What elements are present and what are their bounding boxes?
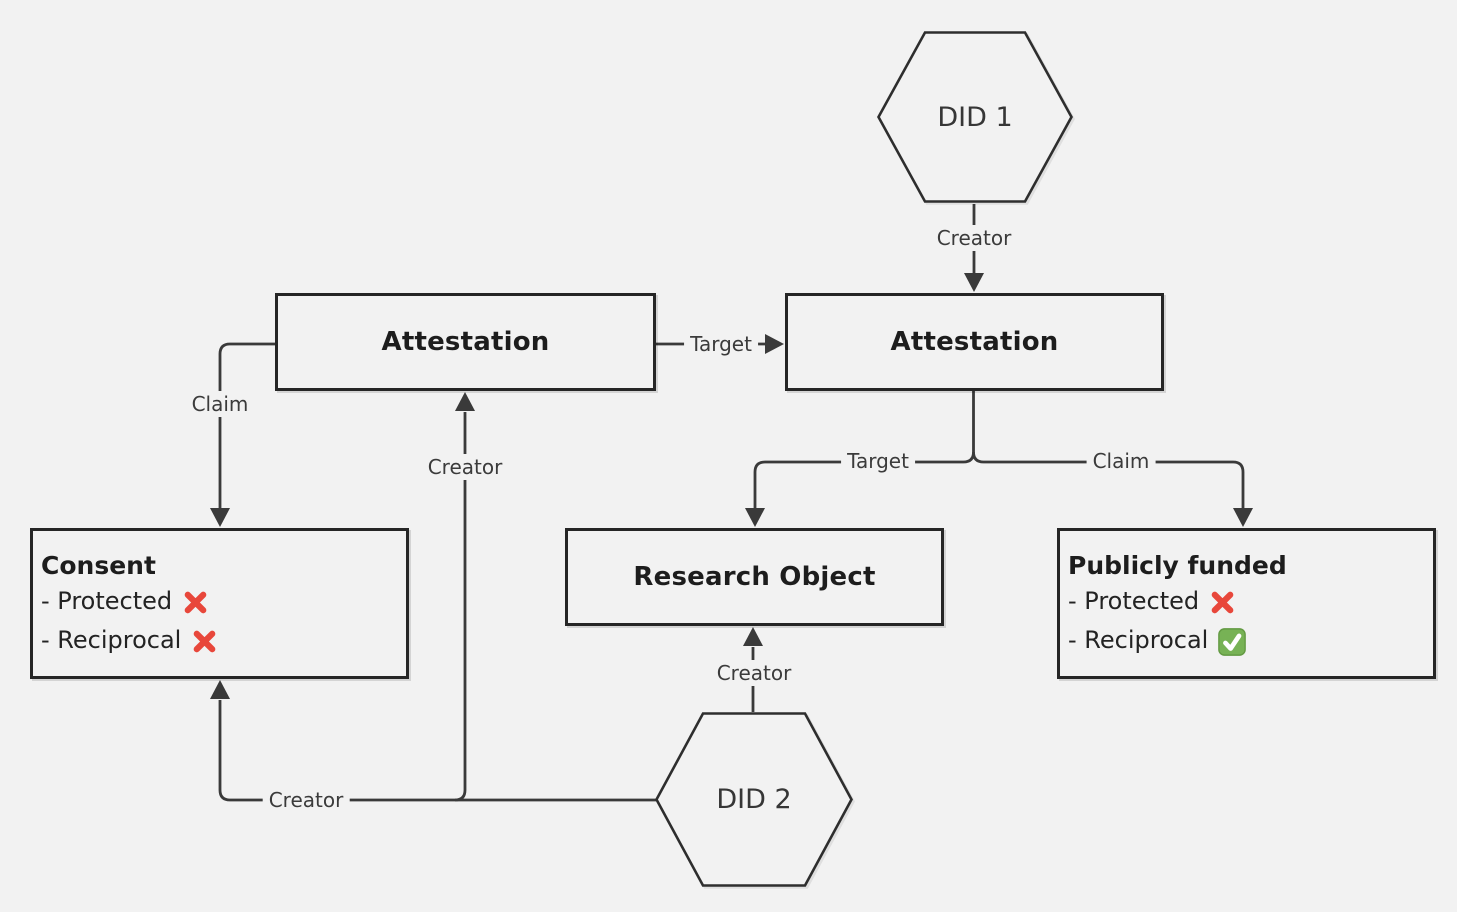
arrowhead — [210, 680, 230, 699]
publicly-funded-protected-row: - Protected — [1068, 582, 1237, 621]
publicly-funded-reciprocal-row: - Reciprocal — [1068, 621, 1247, 660]
research-object-title: Research Object — [633, 562, 876, 592]
arrowhead — [743, 627, 763, 646]
did2-label: DID 2 — [716, 784, 792, 815]
arrowhead — [765, 334, 784, 354]
edge-label-claim-branch: Claim — [1086, 448, 1156, 474]
node-attestation-right: Attestation — [785, 293, 1164, 391]
edge-label-creator-did2: Creator — [262, 787, 350, 813]
arrowhead — [455, 392, 475, 411]
did1-label: DID 1 — [937, 101, 1013, 133]
edge-did2-attestation — [454, 412, 467, 802]
consent-reciprocal-row: - Reciprocal — [41, 621, 219, 660]
node-consent: Consent - Protected - Reciprocal — [30, 528, 409, 679]
edge-attestation-funded — [972, 451, 1245, 508]
edge-attestation-consent — [218, 342, 276, 508]
attestation-right-title: Attestation — [890, 327, 1059, 357]
consent-title: Consent — [41, 551, 156, 580]
consent-protected-label: - Protected — [41, 587, 173, 615]
arrowhead — [745, 508, 765, 527]
arrowhead — [210, 508, 230, 527]
edge-label-creator-attestation: Creator — [421, 454, 509, 480]
publicly-funded-title: Publicly funded — [1068, 551, 1287, 580]
node-research-object: Research Object — [565, 528, 944, 626]
check-icon — [1217, 627, 1247, 657]
publicly-funded-reciprocal-label: - Reciprocal — [1068, 626, 1209, 654]
edge-label-creator-did1: Creator — [930, 225, 1018, 251]
edge-label-claim-left: Claim — [185, 391, 255, 417]
consent-protected-row: - Protected — [41, 582, 210, 621]
node-did2: DID 2 — [655, 712, 853, 887]
cross-icon — [190, 627, 219, 656]
cross-icon — [1208, 588, 1237, 617]
node-publicly-funded: Publicly funded - Protected - Reciprocal — [1057, 528, 1436, 679]
arrowhead — [1233, 508, 1253, 527]
node-attestation-left: Attestation — [275, 293, 656, 391]
attestation-left-title: Attestation — [381, 327, 550, 357]
cross-icon — [181, 588, 210, 617]
edge-label-target-mid: Target — [684, 331, 758, 357]
edge-attestation-research — [753, 451, 975, 508]
edge-label-target-branch: Target — [841, 448, 915, 474]
consent-reciprocal-label: - Reciprocal — [41, 626, 182, 654]
arrowhead — [964, 273, 984, 292]
edge-did2-consent — [218, 700, 656, 802]
edge-label-creator-research: Creator — [710, 660, 798, 686]
hexagon-shape — [655, 712, 853, 887]
hexagon-shape — [877, 31, 1073, 203]
node-did1: DID 1 — [877, 31, 1073, 203]
publicly-funded-protected-label: - Protected — [1068, 587, 1200, 615]
